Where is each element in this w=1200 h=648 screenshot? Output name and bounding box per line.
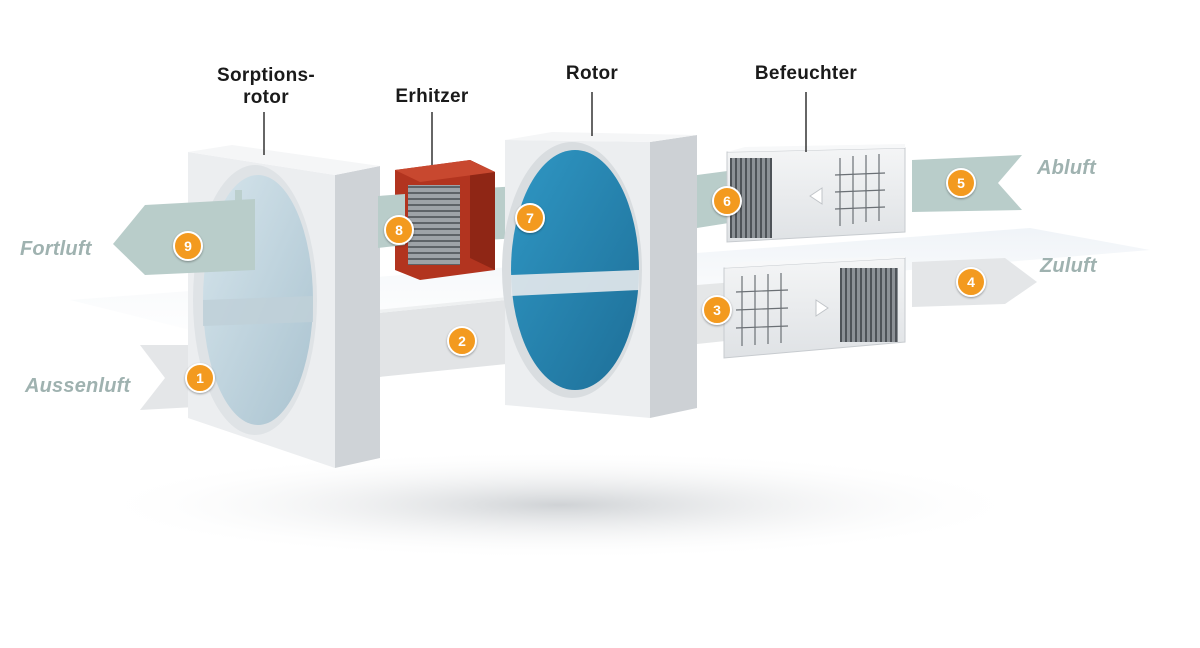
humidifier-upper-arrow-icon	[809, 187, 823, 205]
heater-title: Erhitzer	[395, 86, 469, 107]
badge-2: 2	[447, 326, 477, 356]
humidifier-lower	[723, 256, 906, 359]
flow-label-extract-air: Abluft	[1037, 157, 1096, 179]
humidifier-upper	[726, 144, 906, 243]
humidifier-lower-nozzles	[735, 273, 789, 346]
rotor-disc	[511, 150, 639, 390]
rotor	[502, 132, 697, 418]
sorption-rotor-title-line2: rotor	[243, 87, 289, 108]
badge-6: 6	[712, 186, 742, 216]
badge-5: 5	[946, 168, 976, 198]
flow-label-exhaust: Fortluft	[20, 238, 92, 260]
ground-shadow	[90, 450, 1030, 560]
badge-7: 7	[515, 203, 545, 233]
sorption-rotor-title-line1: Sorptions-	[217, 65, 315, 86]
sorption-rotor	[188, 145, 380, 468]
badge-8: 8	[384, 215, 414, 245]
humidifier-upper-nozzles	[834, 154, 886, 226]
sorption-rotor-title: Sorptions- rotor	[196, 65, 336, 109]
badge-4: 4	[956, 267, 986, 297]
flow-label-supply-air: Zuluft	[1040, 255, 1097, 277]
heater-unit	[395, 160, 495, 280]
flow-label-outside-air: Aussenluft	[25, 375, 131, 397]
humidifier-lower-fins	[840, 268, 898, 342]
badge-9: 9	[173, 231, 203, 261]
badge-3: 3	[702, 295, 732, 325]
leader-lines	[263, 92, 807, 165]
humidifier-title: Befeuchter	[754, 63, 858, 84]
badge-1: 1	[185, 363, 215, 393]
humidifier-lower-arrow-icon	[815, 299, 829, 317]
rotor-title: Rotor	[565, 63, 619, 84]
heater-fins	[408, 185, 460, 265]
